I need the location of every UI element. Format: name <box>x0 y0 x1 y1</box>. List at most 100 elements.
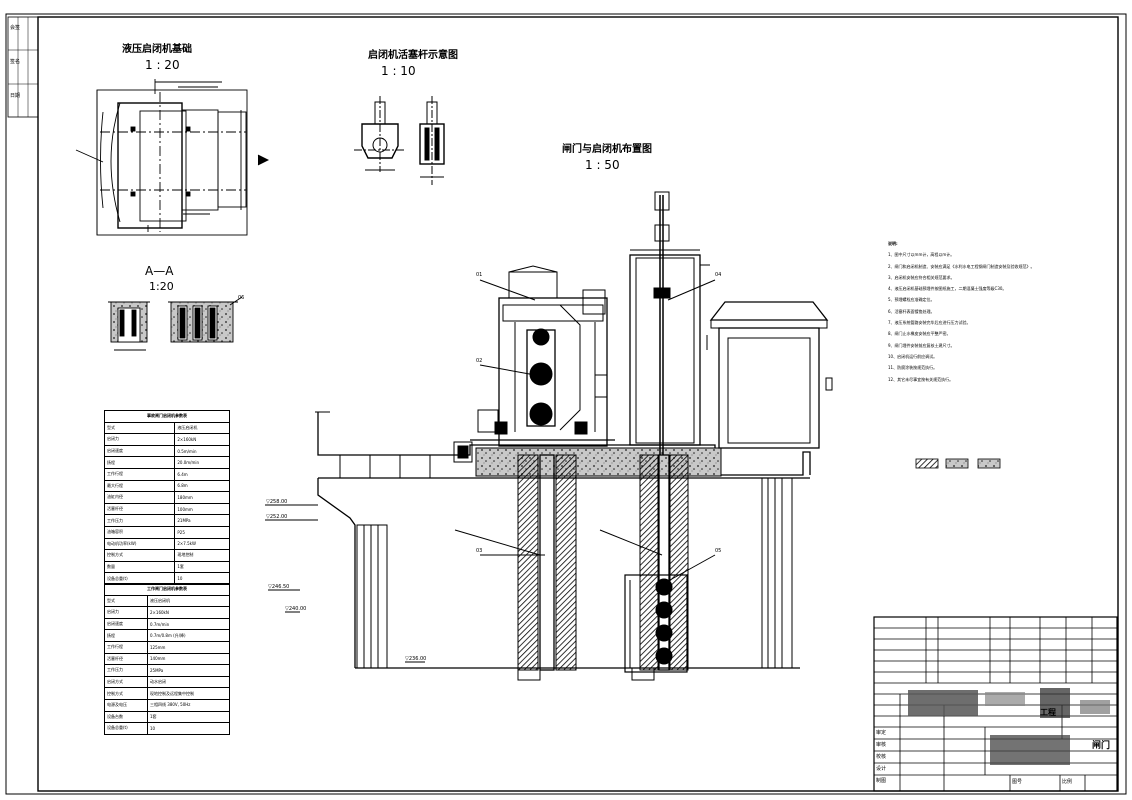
gate-layout-section <box>265 191 833 681</box>
callout-label: 03 <box>476 548 483 554</box>
spec-value: 10 <box>147 722 230 735</box>
spec-key: 启闭速度 <box>103 444 176 458</box>
scale-label: 比例 <box>1062 779 1073 785</box>
spec-value: 0.5m/min <box>174 444 230 458</box>
spec-value: P25 <box>174 525 230 539</box>
drawing-number-label: 图号 <box>1012 779 1023 785</box>
spec-key: 油箱容积 <box>103 525 176 539</box>
spec-value: 140mm <box>147 652 230 666</box>
note-line: 5、预埋螺栓应准确定位。 <box>888 297 935 303</box>
spec-value: 0.7m/min <box>147 617 230 631</box>
title-block-role: 审核 <box>876 742 887 748</box>
spec-value: 180mm <box>174 491 230 504</box>
spec-value: 125mm <box>147 640 230 654</box>
spec-value: 20.0m/min <box>174 456 230 469</box>
title-block <box>873 616 1118 792</box>
project-name: 工程 <box>1040 708 1056 717</box>
spec-value: 液压启闭机 <box>147 594 230 608</box>
spec-key: 扬程 <box>103 456 176 469</box>
spec-key: 电源及电压 <box>104 698 148 712</box>
spec-value: 2×160kN <box>174 433 230 446</box>
spec-key: 工作压力 <box>104 664 148 677</box>
elevation-label: ▽246.50 <box>268 584 290 590</box>
rod-detail-scale: 1 : 10 <box>381 64 416 78</box>
spec-value: 1套 <box>147 710 230 724</box>
spec-value: 现地控制 <box>174 549 230 562</box>
note-line: 1、图中尺寸以mm计，高程以m计。 <box>888 252 955 258</box>
spec-key: 电动机功率(kW) <box>103 537 176 551</box>
spec-key: 启闭力 <box>104 606 148 619</box>
note-line: 3、启闭机安装应符合相关规范要求。 <box>888 274 955 280</box>
general-notes: 说明: 1、图中尺寸以mm计，高程以m计。 2、闸门和启闭机制造、安装应满足《水… <box>888 238 1098 385</box>
callout-label: 01 <box>476 272 483 278</box>
section-aa-scale: 1:20 <box>149 280 174 293</box>
table-row: 设备总重(t)10 <box>104 722 230 735</box>
spec-key: 工作行程 <box>103 467 176 481</box>
note-line: 11、防腐涂装按规范执行。 <box>888 365 938 371</box>
elevation-label: ▽258.00 <box>266 499 288 505</box>
note-line: 2、闸门和启闭机制造、安装应满足《水利水电工程钢闸门制造安装及验收规范》。 <box>888 263 1035 269</box>
left-strip-label: 签名 <box>10 59 21 65</box>
note-line: 8、闸门止水橡皮安装应平整严密。 <box>888 331 951 337</box>
spec-value: 6.4m <box>174 467 230 481</box>
table-row: 控制方式现地控制及远程集中控制 <box>104 687 230 700</box>
spec-key: 控制方式 <box>103 549 176 562</box>
callout-label: 04 <box>715 272 722 278</box>
spec-key: 启闭方式 <box>104 675 148 689</box>
callout-label: 05 <box>715 548 722 554</box>
table-row: 电动机功率(kW)2×7.5kW <box>103 537 230 551</box>
spec-value: 25MPa <box>147 664 230 677</box>
note-line: 6、活塞杆表面镀铬处理。 <box>888 308 935 314</box>
elevation-label: ▽240.00 <box>285 606 307 612</box>
spec-key: 活塞杆径 <box>103 502 176 516</box>
spec-value: 1套 <box>174 560 230 574</box>
spec-key: 启闭速度 <box>104 617 148 631</box>
hoist-foundation-title: 液压启闭机基础 <box>122 44 192 55</box>
hoist-foundation-scale: 1 : 20 <box>145 58 180 72</box>
note-line: 7、液压系统管路安装完毕后应进行压力试验。 <box>888 320 971 326</box>
left-strip-label: 会签 <box>10 25 21 31</box>
spec-value: 0.7m/0.8m (升/降) <box>147 629 230 642</box>
spec-key: 启闭力 <box>103 433 176 446</box>
section-a-a <box>108 296 243 351</box>
callout-label: 06 <box>238 295 245 301</box>
spec-value: 液压启闭机 <box>174 421 230 435</box>
spec-table-header: 工作闸门启闭机参数表 <box>104 583 230 596</box>
spec-value: 2×160kN <box>147 606 230 619</box>
elevation-label: ▽252.00 <box>266 514 288 520</box>
spec-value: 动水启闭 <box>147 675 230 689</box>
spec-key: 控制方式 <box>104 687 148 700</box>
spec-value: 2×7.5kW <box>174 537 230 551</box>
spec-key: 型式 <box>104 594 148 608</box>
spec-key: 最大行程 <box>103 479 176 493</box>
spec-key: 活塞杆径 <box>104 652 148 666</box>
spec-value: 6.8m <box>174 479 230 493</box>
title-block-role: 审定 <box>876 730 887 736</box>
table-row: 型式液压启闭机 <box>104 594 230 608</box>
spec-key: 工作压力 <box>103 514 176 527</box>
spec-value: 现地控制及远程集中控制 <box>147 687 230 700</box>
spec-value: 21MPa <box>174 514 230 527</box>
spec-key: 油缸内径 <box>103 491 176 504</box>
drawing-name: 闸门 <box>1092 741 1111 751</box>
table-row: 启闭方式动水启闭 <box>104 675 230 689</box>
elevation-label: ▽236.00 <box>405 656 427 662</box>
spec-value: 三相四线 380V, 50Hz <box>147 698 230 712</box>
notes-legend <box>915 458 1001 469</box>
title-block-role: 设计 <box>876 766 887 772</box>
